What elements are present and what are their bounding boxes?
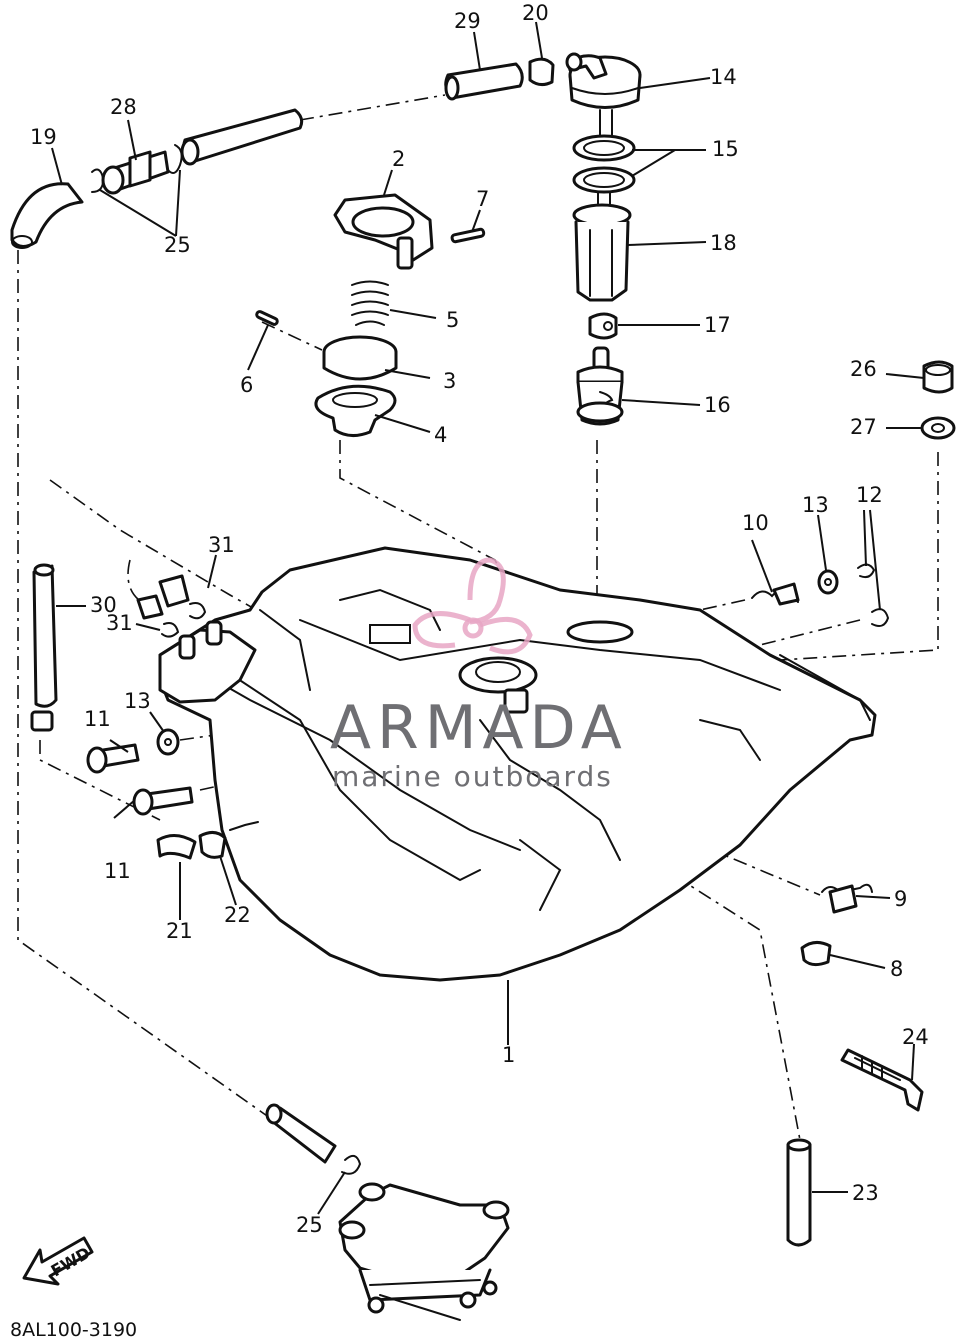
callout-31-upper: 31 xyxy=(208,533,235,557)
callout-17: 17 xyxy=(704,313,731,337)
callout-30: 30 xyxy=(90,593,117,617)
callout-14: 14 xyxy=(710,65,737,89)
diagram-code: 8AL100-3190 xyxy=(10,1319,137,1341)
callout-22: 22 xyxy=(224,903,251,927)
callout-8: 8 xyxy=(890,957,903,981)
callout-13-right: 13 xyxy=(802,493,829,517)
propeller-logo xyxy=(412,557,533,655)
callout-11-upper: 11 xyxy=(84,707,111,731)
callout-5: 5 xyxy=(446,308,459,332)
leader-lines xyxy=(51,21,925,1215)
callout-4: 4 xyxy=(434,423,447,447)
fuel-pickup-assembly xyxy=(565,52,642,426)
callout-3: 3 xyxy=(443,369,456,393)
callout-19: 19 xyxy=(30,125,57,149)
callout-21: 21 xyxy=(166,919,193,943)
filler-cap-assembly xyxy=(255,193,486,437)
hoses-and-fittings xyxy=(10,57,555,732)
callout-labels: 1 2 3 4 5 6 7 8 9 10 11 11 12 13 13 14 1… xyxy=(30,1,929,1237)
callout-26: 26 xyxy=(850,357,877,381)
lower-components xyxy=(265,1103,812,1321)
callout-25-upper: 25 xyxy=(164,233,191,257)
callout-23: 23 xyxy=(852,1181,879,1205)
callout-24: 24 xyxy=(902,1025,929,1049)
callout-31-lower: 31 xyxy=(106,611,133,635)
callout-16: 16 xyxy=(704,393,731,417)
callout-18: 18 xyxy=(710,231,737,255)
callout-6: 6 xyxy=(240,373,253,397)
callout-13-left: 13 xyxy=(124,689,151,713)
callout-20: 20 xyxy=(522,1,549,25)
callout-12: 12 xyxy=(856,483,883,507)
fuel-tank xyxy=(158,546,877,982)
watermark-brand: ARMADA xyxy=(330,693,628,763)
callout-2: 2 xyxy=(392,147,405,171)
callout-25-lower: 25 xyxy=(296,1213,323,1237)
callout-11-lower: 11 xyxy=(104,859,131,883)
watermark-tagline: marine outboards xyxy=(332,760,613,793)
callout-10: 10 xyxy=(742,511,769,535)
callout-27: 27 xyxy=(850,415,877,439)
armada-watermark: ARMADA marine outboards xyxy=(330,557,628,793)
fwd-direction-arrow: FWD xyxy=(22,1236,94,1286)
callout-9: 9 xyxy=(894,887,907,911)
callout-28: 28 xyxy=(110,95,137,119)
callout-15: 15 xyxy=(712,137,739,161)
callout-7: 7 xyxy=(476,187,489,211)
callout-29: 29 xyxy=(454,9,481,33)
callout-1: 1 xyxy=(502,1043,515,1067)
